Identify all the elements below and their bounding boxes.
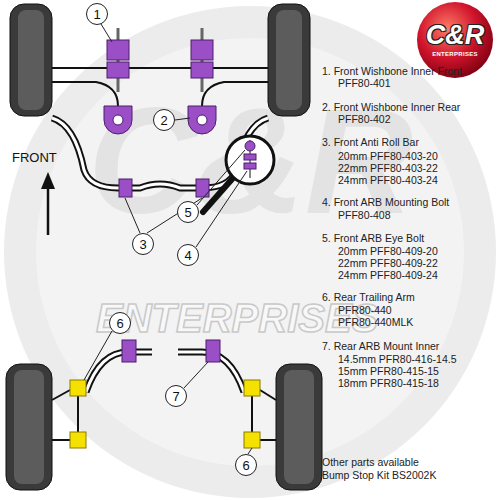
part-list-text: 1. Front Wishbone Inner Front xyxy=(322,66,462,78)
leader-line xyxy=(84,331,112,380)
magnifier-handle xyxy=(203,178,233,212)
trailing-arm xyxy=(52,390,70,400)
wishbone-front-bush xyxy=(191,40,213,60)
callout-number: 3 xyxy=(139,238,146,251)
arb-bush xyxy=(196,179,209,197)
callout-number: 5 xyxy=(184,206,191,219)
part-number: 22mm PFF80-403-22 xyxy=(338,163,438,175)
wishbone-front-bush xyxy=(107,62,129,78)
mounting-bolt-bush xyxy=(244,154,256,160)
part-number: PFF80-408 xyxy=(338,210,391,222)
leader-line xyxy=(101,24,112,42)
tyre-tread xyxy=(14,370,44,484)
note-text: Other parts available xyxy=(322,457,419,469)
part-list-text: 4. Front ARB Mounting Bolt xyxy=(322,197,449,209)
part-number: 18mm PFR80-415-18 xyxy=(338,378,439,390)
wishbone-arm xyxy=(202,82,268,106)
callout-circle: 6 xyxy=(109,312,131,334)
rear-beam xyxy=(86,352,152,392)
wishbone-arm xyxy=(52,82,118,106)
callout-number: 6 xyxy=(242,459,249,472)
leader-line xyxy=(196,171,247,247)
part-number: PFR80-440 xyxy=(338,305,392,317)
wishbone-front-bush xyxy=(107,40,129,60)
leader-line xyxy=(184,362,208,388)
part-list-text: 7. Rear ARB Mount Inner xyxy=(322,341,439,353)
eye-bolt-bush xyxy=(245,141,255,151)
callout-circle: 1 xyxy=(86,3,108,25)
part-number: 20mm PFF80-409-20 xyxy=(338,246,438,258)
part-list-text: 5. Front ARB Eye Bolt xyxy=(322,233,424,245)
watermark-text: ENTERPRISES xyxy=(96,298,378,338)
callout-number: 1 xyxy=(93,8,100,21)
part-number: 15mm PFR80-415-15 xyxy=(338,366,439,378)
callout-circle: 7 xyxy=(165,385,187,407)
leader-line xyxy=(125,198,140,233)
trailing-arm xyxy=(77,396,79,432)
watermark-disc xyxy=(4,6,496,498)
callout-number: 4 xyxy=(184,249,191,262)
tyre-tread xyxy=(284,370,314,484)
part-number: 24mm PFF80-403-24 xyxy=(338,175,438,187)
trailing-arm-bush xyxy=(70,380,86,396)
callout-number: 7 xyxy=(172,390,179,403)
mounting-bolt-bush xyxy=(244,163,256,169)
rear-arb-bush xyxy=(122,340,136,362)
part-number: 24mm PFF80-409-24 xyxy=(338,270,438,282)
wishbone-front-bush xyxy=(191,62,213,78)
bush-hole xyxy=(197,115,207,125)
tyre-tread xyxy=(18,10,44,110)
callout-circle: 2 xyxy=(153,109,175,131)
trailing-arm xyxy=(52,439,70,441)
callout-circle: 6 xyxy=(235,454,257,476)
callout-number: 6 xyxy=(116,317,123,330)
callout-circle: 5 xyxy=(177,201,199,223)
leader-line xyxy=(147,198,202,233)
magnifier-lens xyxy=(226,136,274,184)
part-list-text: 6. Rear Trailing Arm xyxy=(322,292,415,304)
rear-beam-fill xyxy=(86,352,152,392)
logo-text: C&R xyxy=(425,22,485,49)
callout-circle: 3 xyxy=(132,233,154,255)
note-text: Bump Stop Kit BS2002K xyxy=(322,470,436,482)
tyre-tread xyxy=(276,10,302,110)
front-crossmember xyxy=(52,67,268,69)
trailing-arm-bush xyxy=(244,432,260,448)
front-arrow-shaft xyxy=(47,186,50,235)
front-arrow-head xyxy=(41,172,55,189)
trailing-arm xyxy=(260,439,276,441)
front-right-tyre xyxy=(268,4,310,116)
callout-number: 2 xyxy=(160,114,167,127)
leader-line xyxy=(248,448,252,454)
direction-label: FRONT xyxy=(12,151,57,165)
front-left-tyre xyxy=(10,4,52,116)
watermark-inner-disc xyxy=(36,38,464,466)
rear-arb-bush xyxy=(206,340,220,362)
trailing-arm-bush xyxy=(70,432,86,448)
wishbone-rear-bush xyxy=(104,106,132,134)
bush-hole xyxy=(113,115,123,125)
rear-left-tyre xyxy=(6,364,52,490)
trailing-arm xyxy=(251,396,253,432)
rear-right-tyre xyxy=(276,364,322,490)
part-number: PFR80-440MLK xyxy=(338,317,413,329)
leader-line xyxy=(175,118,190,120)
trailing-arm xyxy=(260,390,276,400)
part-number: PFF80-402 xyxy=(338,114,391,126)
part-number: 14.5mm PFR80-416-14.5 xyxy=(338,354,456,366)
part-number: PFF80-401 xyxy=(338,78,391,90)
wishbone-rear-bush xyxy=(188,106,216,134)
logo-text: ENTERPRISES xyxy=(425,51,485,58)
part-list-text: 3. Front Anti Roll Bar xyxy=(322,137,419,149)
part-list-text: 2. Front Wishbone Inner Rear xyxy=(322,102,460,114)
part-number: 22mm PFF80-409-22 xyxy=(338,258,438,270)
arb-bush xyxy=(119,179,132,197)
trailing-arm-bush xyxy=(244,380,260,396)
leader-line xyxy=(197,150,245,205)
part-number: 20mm PFF80-403-20 xyxy=(338,151,438,163)
callout-circle: 4 xyxy=(177,244,199,266)
